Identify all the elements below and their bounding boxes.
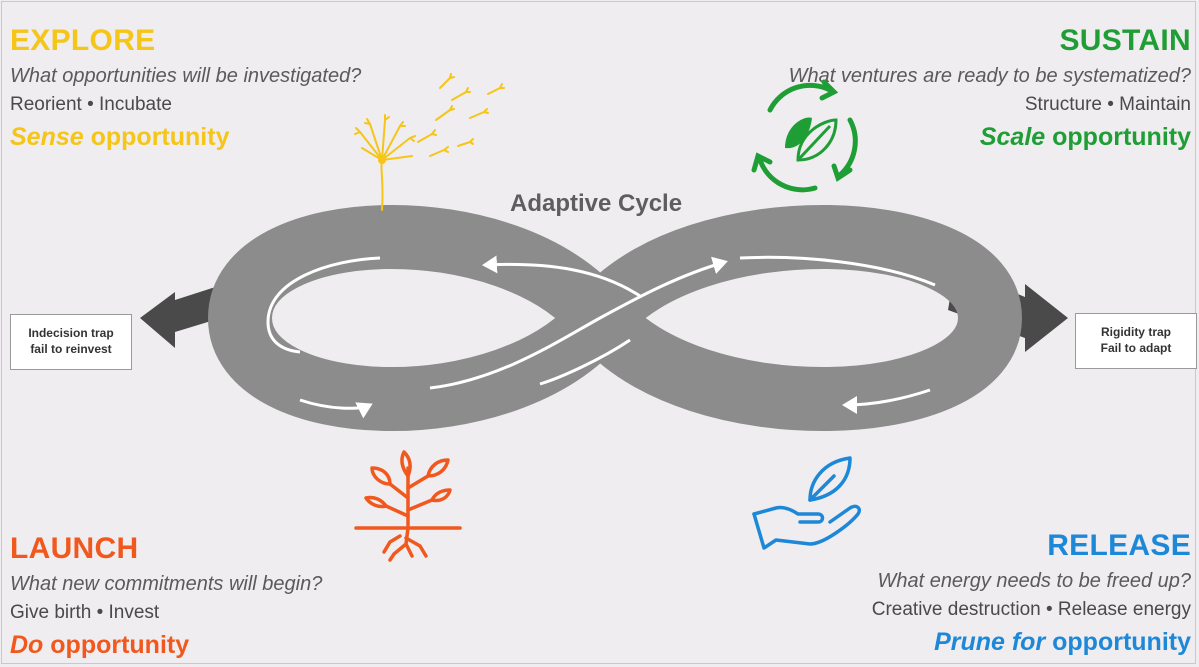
sprout-roots-icon — [354, 450, 462, 562]
explore-quadrant: EXPLORE What opportunities will be inves… — [10, 22, 361, 154]
sustain-quadrant: SUSTAIN What ventures are ready to be sy… — [789, 22, 1191, 154]
track-line-right-top — [739, 255, 936, 287]
sustain-tagline: Scale opportunity — [979, 123, 1191, 152]
track-line-center-low — [539, 338, 631, 386]
track-line-center-up — [429, 256, 728, 390]
recycle-leaf-icon — [751, 79, 858, 193]
trap-left-line1: Indecision trap — [28, 326, 114, 341]
sustain-title: SUSTAIN — [1059, 24, 1191, 57]
hand-leaf-icon — [752, 456, 862, 550]
explore-tagline: Sense opportunity — [10, 123, 230, 152]
release-quadrant: RELEASE What energy needs to be freed up… — [872, 527, 1191, 659]
release-question: What energy needs to be freed up? — [877, 569, 1191, 592]
indecision-trap-box: Indecision trap fail to reinvest — [10, 314, 132, 370]
launch-actions: Give birth • Invest — [10, 601, 160, 623]
track-line-right-bottom — [842, 388, 931, 414]
launch-question: What new commitments will begin? — [10, 572, 323, 595]
release-actions: Creative destruction • Release energy — [871, 598, 1191, 620]
explore-question: What opportunities will be investigated? — [10, 64, 362, 87]
sustain-actions: Structure • Maintain — [1024, 93, 1191, 115]
launch-tagline: Do opportunity — [10, 631, 190, 660]
dandelion-icon — [354, 73, 505, 211]
trap-right-line1: Rigidity trap — [1100, 325, 1171, 340]
trap-left-line2: fail to reinvest — [30, 342, 112, 356]
rigidity-trap-box: Rigidity trap Fail to adapt — [1075, 313, 1197, 369]
sustain-question: What ventures are ready to be systematiz… — [788, 64, 1191, 87]
track-line-left-bottom — [299, 398, 373, 419]
track-line-center-down — [482, 255, 641, 298]
explore-title: EXPLORE — [10, 24, 156, 57]
release-tagline: Prune for opportunity — [934, 628, 1191, 657]
diagram-title: Adaptive Cycle — [510, 190, 683, 217]
release-title: RELEASE — [1047, 529, 1191, 562]
track-line-left-top — [266, 256, 381, 354]
trap-right-line2: Fail to adapt — [1100, 341, 1172, 355]
launch-quadrant: LAUNCH What new commitments will begin? … — [10, 530, 322, 662]
explore-actions: Reorient • Incubate — [10, 93, 172, 115]
launch-title: LAUNCH — [10, 532, 139, 565]
